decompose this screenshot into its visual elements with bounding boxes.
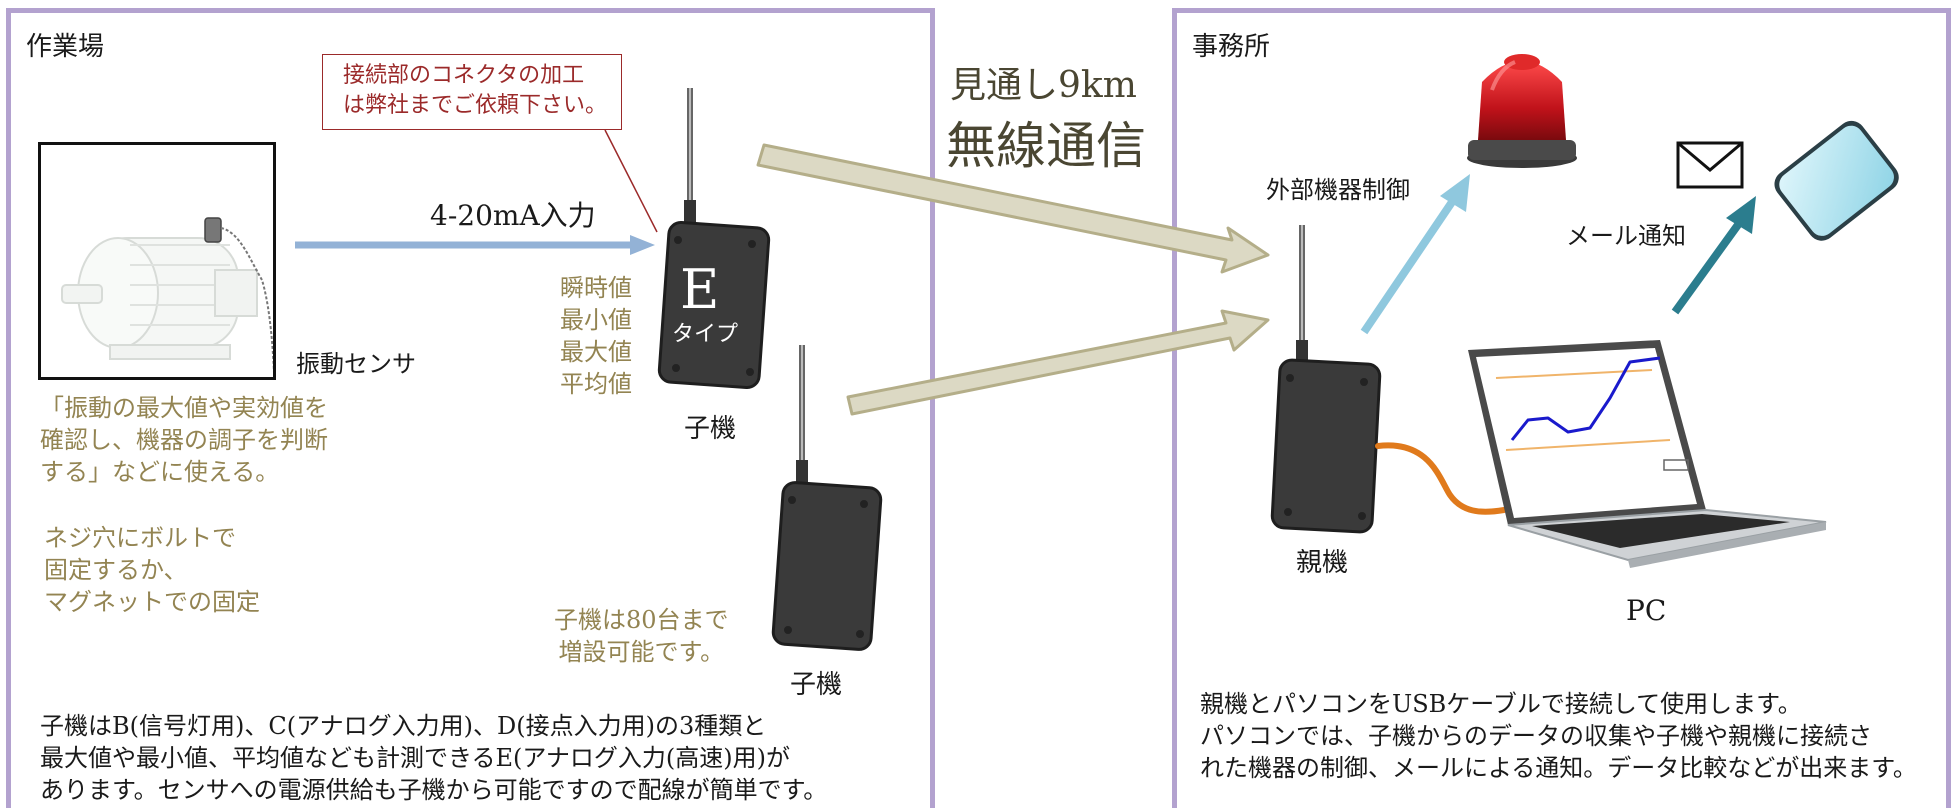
office-description: 親機とパソコンをUSBケーブルで接続して使用します。 パソコンでは、子機からのデ… (1200, 688, 1917, 784)
laptop-screen-chart (1495, 356, 1689, 471)
device-badge-type: タイプ (672, 322, 739, 347)
measured-value: 瞬時値 (560, 274, 632, 302)
sensor-label: 振動センサ (296, 350, 416, 378)
office-panel (1172, 8, 1951, 808)
laptop-icon (1468, 340, 1827, 568)
pc-label: PC (1626, 594, 1667, 627)
workshop-title: 作業場 (26, 32, 105, 62)
use-note-line: 確認し、機器の調子を判断 (40, 426, 328, 454)
mount-note-line: 固定するか、 (44, 556, 188, 584)
description-line: 最大値や最小値、平均値なども計測できるE(アナログ入力(高速)用)が (40, 744, 791, 772)
workshop-panel (6, 8, 935, 808)
workshop-description: 子機はB(信号灯用)、C(アナログ入力用)、D(接点入力用)の3種類と 最大値や… (40, 710, 827, 806)
description-line: 子機はB(信号灯用)、C(アナログ入力用)、D(接点入力用)の3種類と (40, 712, 767, 740)
description-line: パソコンでは、子機からのデータの収集や子機や親機に接続さ (1200, 722, 1872, 750)
mount-note: ネジ穴にボルトで 固定するか、 マグネットでの固定 (44, 522, 260, 618)
use-note: 「振動の最大値や実効値を 確認し、機器の調子を判断 する」などに使える。 (40, 392, 328, 488)
notice-line: 接続部のコネクタの加工 (343, 63, 585, 88)
measured-value: 最大値 (560, 338, 632, 366)
expand-note: 子機は80台まで 増設可能です。 (554, 604, 729, 668)
usb-cable (1375, 442, 1507, 515)
notice-callout-line (604, 129, 658, 233)
child-device-e-icon (657, 88, 771, 389)
description-line: れた機器の制御、メールによる通知。データ比較などが出来ます。 (1200, 754, 1917, 782)
input-label: 4-20mA入力 (430, 199, 596, 232)
measured-values: 瞬時値 最小値 最大値 平均値 (560, 272, 632, 400)
wireless-range: 見通し9km (950, 65, 1137, 106)
mail-arrow (1671, 196, 1756, 315)
use-note-line: する」などに使える。 (40, 458, 280, 486)
measured-value: 最小値 (560, 306, 632, 334)
mount-note-line: マグネットでの固定 (44, 588, 260, 616)
wireless-arrow-lower (846, 309, 1270, 416)
description-line: 親機とパソコンをUSBケーブルで接続して使用します。 (1200, 690, 1802, 718)
measured-value: 平均値 (560, 370, 632, 398)
notice-line: は弊社までご依頼下さい。 (343, 93, 608, 118)
control-arrow (1360, 174, 1470, 335)
wireless-label: 無線通信 (946, 117, 1146, 175)
mail-notify-label: メール通知 (1566, 222, 1686, 250)
mount-note-line: ネジ穴にボルトで (44, 524, 236, 552)
smartphone-icon (1774, 120, 1899, 241)
child-device-label: 子機 (684, 414, 737, 444)
envelope-icon (1676, 141, 1744, 189)
description-line: あります。センサへの電源供給も子機から可能ですので配線が簡単です。 (40, 776, 828, 804)
parent-device-icon (1270, 225, 1382, 534)
connector-notice: 接続部のコネクタの加工 は弊社までご依頼下さい。 (322, 54, 622, 130)
wireless-arrow-upper (756, 143, 1270, 274)
motor-photo-frame (38, 142, 276, 380)
use-note-line: 「振動の最大値や実効値を (40, 394, 328, 422)
child-device-icon (771, 345, 883, 651)
device-badge-letter: E (680, 258, 720, 321)
motor-icon (61, 237, 258, 360)
parent-device-label: 親機 (1296, 548, 1349, 578)
input-arrow (295, 235, 655, 255)
child-device-label: 子機 (790, 670, 843, 700)
vibration-sensor-icon (204, 217, 275, 373)
external-control-label: 外部機器制御 (1266, 176, 1410, 204)
expand-note-line: 子機は80台まで (554, 606, 729, 634)
expand-note-line: 増設可能です。 (558, 638, 725, 666)
signal-lamp-icon (1467, 54, 1577, 168)
office-title: 事務所 (1192, 32, 1271, 62)
